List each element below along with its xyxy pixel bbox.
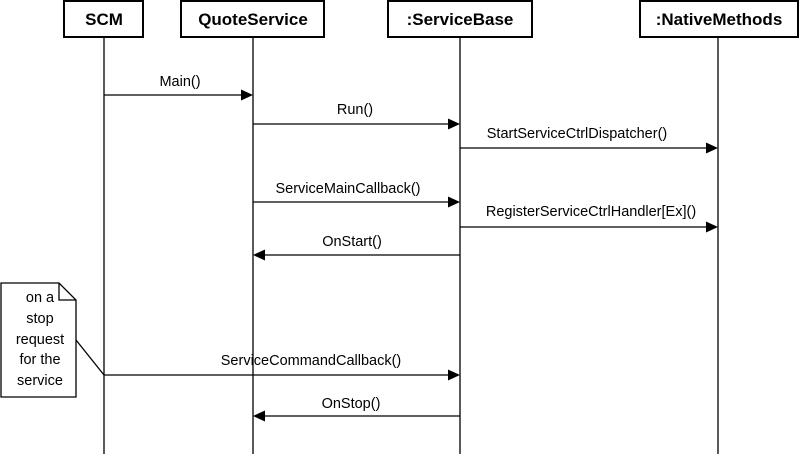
message-register-service-ctrl-handler: RegisterServiceCtrlHandler[Ex]() [460,204,718,233]
note-line-1: on a [26,290,55,306]
note-connector [75,339,105,376]
participant-nativemethods: :NativeMethods [639,0,799,38]
message-service-main-callback-label: ServiceMainCallback() [275,181,420,197]
participant-scm-label: SCM [85,10,123,29]
message-service-main-callback: ServiceMainCallback() [253,181,460,208]
participant-servicebase: :ServiceBase [387,0,533,38]
participant-servicebase-label: :ServiceBase [407,10,514,29]
message-register-service-ctrl-handler-label: RegisterServiceCtrlHandler[Ex]() [486,204,696,220]
message-on-stop: OnStop() [253,396,460,422]
note-line-5: service [17,373,63,389]
message-start-service-ctrl-dispatcher-label: StartServiceCtrlDispatcher() [487,126,668,142]
message-start-service-ctrl-dispatcher: StartServiceCtrlDispatcher() [460,126,718,154]
message-on-start-label: OnStart() [322,234,382,250]
note-line-4: for the [19,352,60,368]
message-main: Main() [104,74,253,101]
participant-quoteservice: QuoteService [180,0,325,38]
message-service-command-callback: ServiceCommandCallback() [104,353,460,381]
message-main-label: Main() [159,74,200,90]
participant-scm: SCM [63,0,144,38]
participant-quoteservice-label: QuoteService [198,10,308,29]
participant-nativemethods-label: :NativeMethods [656,10,783,29]
message-run: Run() [253,102,460,130]
message-on-stop-label: OnStop() [322,396,381,412]
message-run-label: Run() [337,102,373,118]
note-line-3: request [16,332,64,348]
message-on-start: OnStart() [253,234,460,261]
note-line-2: stop [26,311,53,327]
message-service-command-callback-label: ServiceCommandCallback() [221,353,402,369]
note-stop-request: on a stop request for the service [0,282,105,398]
